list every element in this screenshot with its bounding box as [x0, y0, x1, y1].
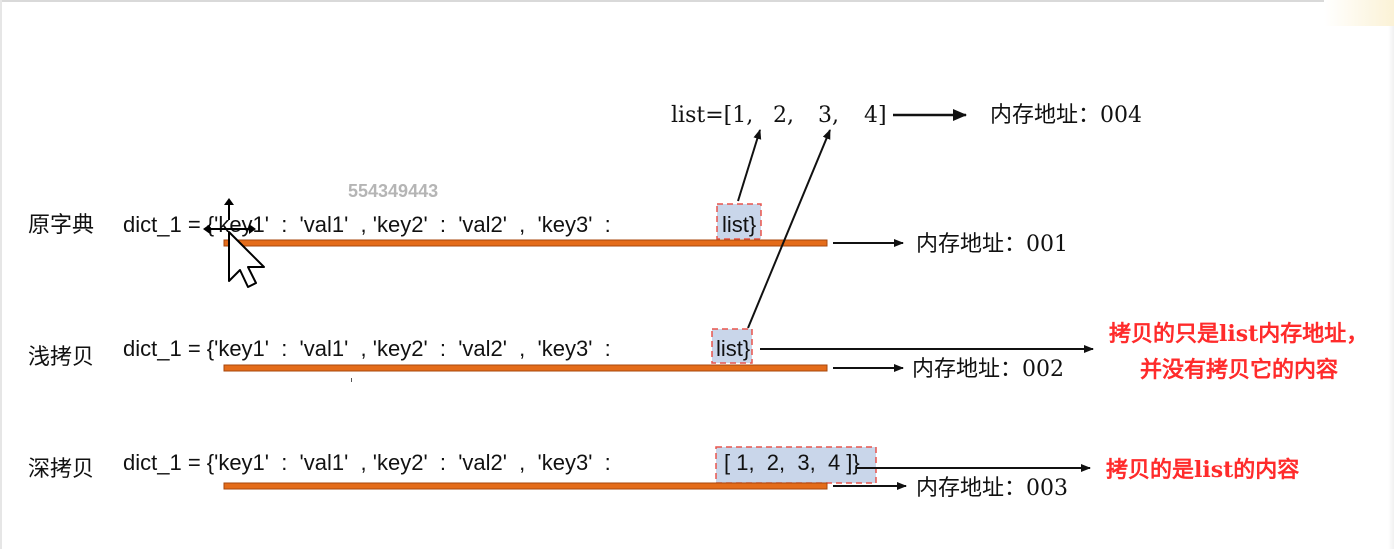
top-list-item: 3, — [818, 103, 839, 128]
row-label-shallow: 浅拷贝 — [28, 345, 94, 370]
window-right-edge — [1388, 0, 1394, 549]
row-value-deep: [ 1, 2, 3, 4 ]} — [724, 450, 860, 475]
value-box-shallow — [711, 328, 753, 364]
shallow-note-line-2: 并没有拷贝它的内容 — [1140, 357, 1338, 383]
row-code-deep: dict_1 = {'key1' : 'val1' , 'key2' : 'va… — [123, 450, 611, 475]
deep-note: 拷贝的是list的内容 — [1106, 457, 1299, 483]
row-address-deep: 内存地址：003 — [916, 476, 1068, 501]
top-list-item: 2, — [773, 103, 794, 128]
row-label-deep: 深拷贝 — [28, 457, 94, 482]
top-list-item: 4] — [864, 103, 887, 128]
stray-mark — [351, 378, 352, 382]
row-address-original: 内存地址：001 — [916, 232, 1068, 257]
window-left-edge — [0, 0, 2, 549]
reference-arrow-original — [737, 129, 762, 202]
row-code-shallow: dict_1 = {'key1' : 'val1' , 'key2' : 'va… — [123, 336, 611, 361]
row-label-original: 原字典 — [28, 213, 94, 238]
window-top-edge — [0, 0, 1394, 2]
top-list-address: 内存地址：004 — [990, 103, 1142, 128]
orange-bar-deep — [223, 482, 828, 490]
orange-bar-shallow — [223, 364, 828, 372]
move-handle-icon[interactable] — [203, 198, 256, 234]
mouse-cursor-icon — [228, 231, 265, 288]
row-value-original: list} — [722, 212, 756, 237]
row-value-shallow: list} — [716, 336, 750, 361]
shallow-note-line-1: 拷贝的只是list内存地址， — [1109, 321, 1368, 347]
orange-bar-original — [223, 239, 828, 247]
value-box-original — [716, 203, 762, 240]
corner-glow — [1324, 0, 1394, 26]
top-list-prefix: list=[1, — [671, 103, 753, 128]
row-address-shallow: 内存地址：002 — [912, 357, 1064, 382]
watermark-id: 554349443 — [348, 181, 438, 201]
reference-arrow-shallow — [747, 129, 831, 329]
row-code-original: dict_1 = {'key1' : 'val1' , 'key2' : 'va… — [123, 212, 611, 237]
